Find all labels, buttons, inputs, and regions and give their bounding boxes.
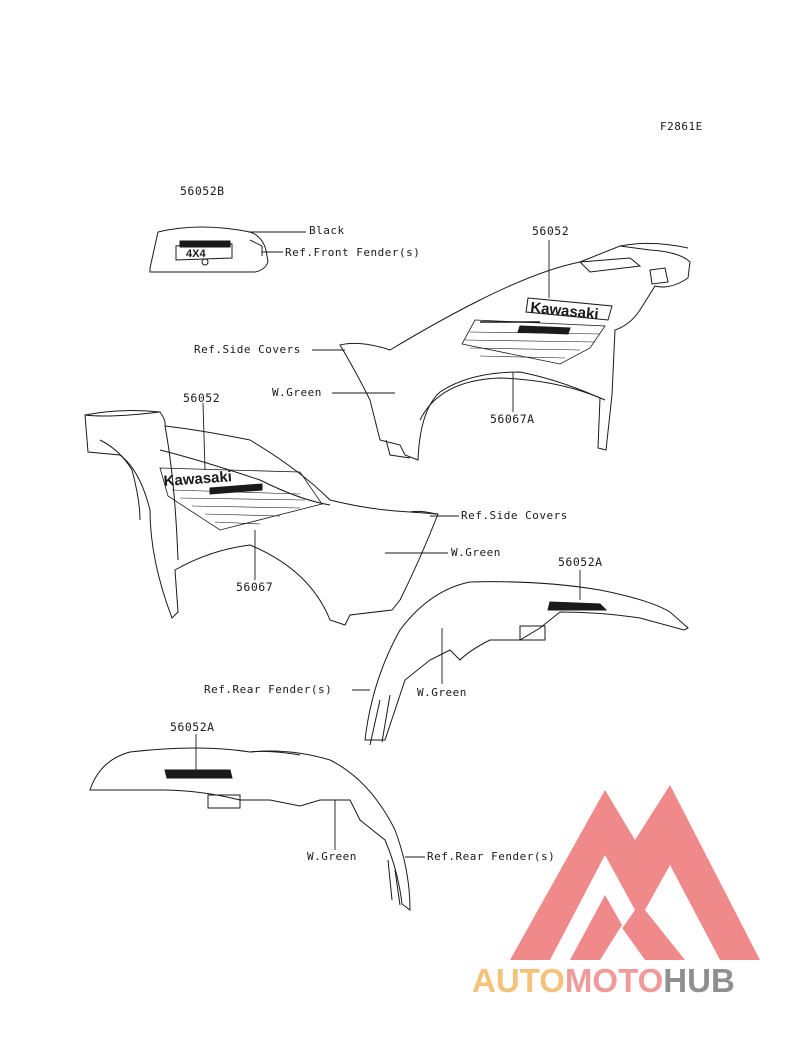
label-ref-side-covers-2: Ref.Side Covers (461, 509, 568, 522)
automotohub-logo-icon (510, 785, 760, 960)
watermark-hub: HUB (663, 962, 735, 999)
part-number-56052B: 56052B (180, 184, 225, 198)
part-number-56052-right: 56052 (532, 224, 570, 238)
label-w-green-3: W.Green (417, 686, 467, 699)
label-ref-side-covers-1: Ref.Side Covers (194, 343, 301, 356)
watermark-text: AUTOMOTOHUB (472, 962, 735, 1000)
watermark-auto: AUTO (472, 962, 565, 999)
figure-code: F2861E (660, 120, 703, 133)
label-black: Black (309, 224, 345, 237)
label-ref-rear-fender-2: Ref.Rear Fender(s) (427, 850, 556, 863)
label-w-green-4: W.Green (307, 850, 357, 863)
label-ref-rear-fender-1: Ref.Rear Fender(s) (204, 683, 333, 696)
rear-fender-upper (364, 581, 689, 746)
label-ref-front-fender: Ref.Front Fender(s) (285, 246, 421, 259)
rear-fender-lower (89, 747, 411, 912)
watermark-moto: MOTO (564, 962, 664, 999)
part-number-56067: 56067 (236, 580, 274, 594)
label-w-green-2: W.Green (451, 546, 501, 559)
left-side-cover: Kawasaki (84, 410, 439, 626)
part-number-56052A-1: 56052A (558, 555, 603, 569)
decal-kawasaki-right-text: Kawasaki (530, 299, 600, 323)
part-number-56067A: 56067A (490, 412, 535, 426)
part-number-56052-left: 56052 (183, 391, 221, 405)
leader-lines (195, 231, 581, 858)
front-fender-decal: 4X4 (149, 226, 269, 273)
decal-4x4-text: 4X4 (186, 248, 206, 260)
part-number-56052A-2: 56052A (170, 720, 215, 734)
decal-kawasaki-left-text: Kawasaki (163, 468, 232, 490)
label-w-green-1: W.Green (272, 386, 322, 399)
right-side-cover: Kawasaki (339, 242, 691, 461)
